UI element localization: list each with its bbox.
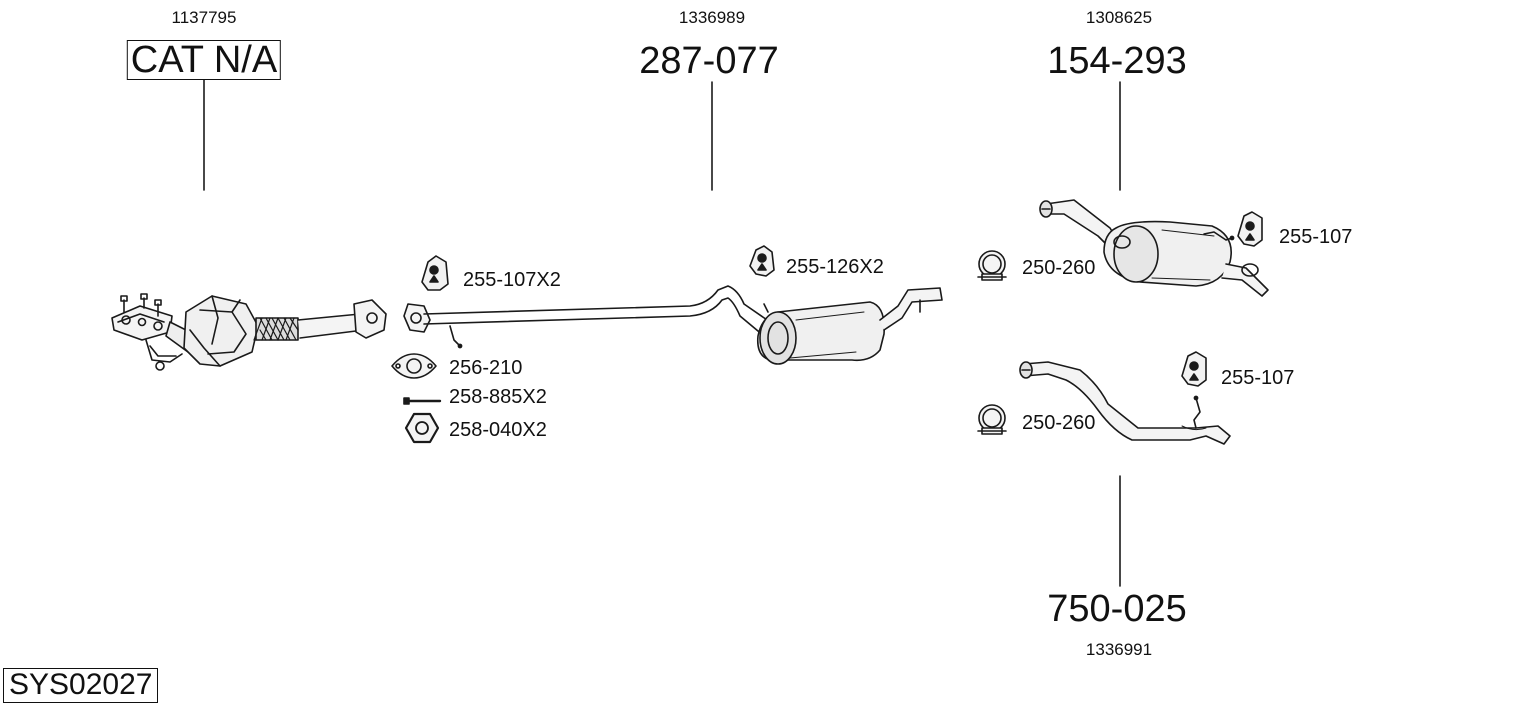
gasket-icon — [391, 353, 437, 379]
rubber-hanger-icon — [749, 245, 775, 277]
oem-number-tail-pipe: 1336991 — [1085, 640, 1153, 659]
part-number-catalyst[interactable]: CAT N/A — [126, 40, 282, 80]
bolt-icon — [403, 397, 442, 405]
clamp-label-rear[interactable]: 250-260 — [1022, 257, 1096, 279]
rubber-hanger-icon — [1181, 351, 1207, 387]
clamp-icon — [977, 404, 1007, 435]
diagram-code: SYS02027 — [3, 668, 159, 703]
tail-pipe-drawing — [1019, 361, 1231, 445]
rubber-hanger-icon — [421, 255, 449, 291]
rubber-hanger-icon — [1237, 211, 1263, 247]
catalytic-converter-drawing — [111, 293, 387, 371]
gasket-label[interactable]: 256-210 — [449, 357, 523, 379]
part-number-middle-silencer[interactable]: 287-077 — [639, 40, 779, 82]
nut-label[interactable]: 258-040X2 — [449, 419, 547, 441]
part-number-tail-pipe[interactable]: 750-025 — [1047, 588, 1187, 630]
oem-number-catalyst: 1137795 — [171, 8, 237, 27]
oem-number-rear-silencer: 1308625 — [1085, 8, 1153, 27]
bolt-label[interactable]: 258-885X2 — [449, 386, 547, 408]
hanger-label-middle-rear[interactable]: 255-126X2 — [786, 256, 884, 278]
clamp-icon — [977, 250, 1007, 281]
hanger-label-tail[interactable]: 255-107 — [1221, 367, 1295, 389]
nut-icon — [404, 412, 440, 444]
hanger-label-middle-front[interactable]: 255-107X2 — [463, 269, 561, 291]
clamp-label-tail[interactable]: 250-260 — [1022, 412, 1096, 434]
part-number-rear-silencer[interactable]: 154-293 — [1047, 40, 1187, 82]
middle-silencer-drawing — [403, 285, 943, 365]
hanger-label-rear[interactable]: 255-107 — [1279, 226, 1353, 248]
rear-silencer-drawing — [1039, 199, 1269, 297]
oem-number-middle-silencer: 1336989 — [678, 8, 746, 27]
